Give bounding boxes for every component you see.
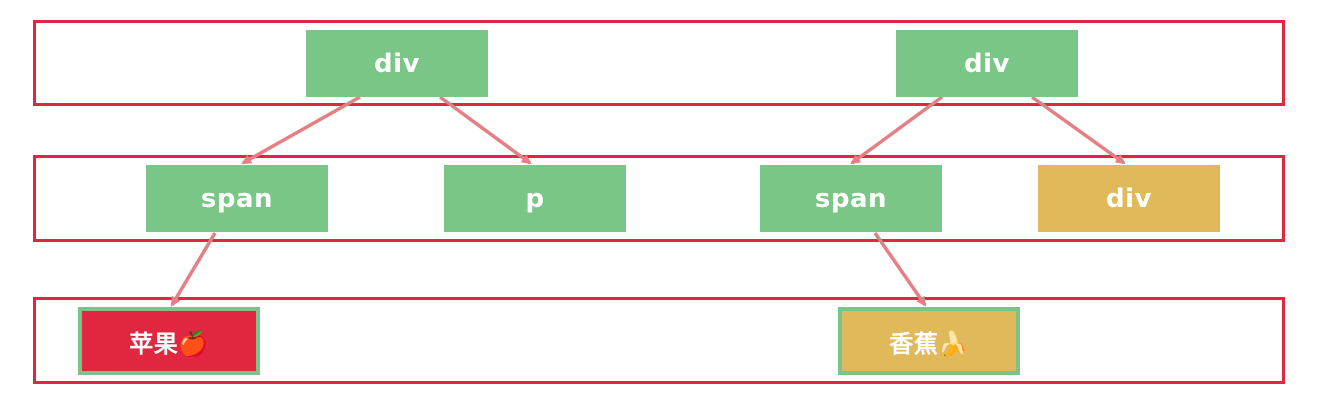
edge-root-right-to-right-span [850, 95, 944, 165]
node-right-span: span [760, 165, 942, 232]
node-left-span-label: span [200, 183, 274, 214]
node-leaf-right-label: 香蕉🍌 [889, 329, 969, 358]
level-2-band [33, 155, 1285, 242]
edge-root-left-to-left-p [438, 95, 532, 165]
edge-root-left-to-left-span [241, 95, 361, 165]
node-right-span-label: span [814, 183, 888, 214]
node-root-right: div [896, 30, 1078, 97]
node-left-p-label: p [525, 183, 545, 214]
edge-root-right-to-right-div [1030, 95, 1126, 165]
node-left-p: p [444, 165, 626, 232]
node-left-span: span [146, 165, 328, 232]
node-root-right-label: div [964, 48, 1010, 79]
level-1-band [33, 20, 1285, 106]
node-leaf-left: 苹果🍎 [78, 307, 260, 375]
node-root-left-label: div [374, 48, 420, 79]
node-right-div: div [1038, 165, 1220, 232]
node-leaf-left-label: 苹果🍎 [129, 329, 209, 358]
edge-left-span-to-leaf-left [170, 232, 217, 307]
node-leaf-right: 香蕉🍌 [838, 307, 1020, 375]
node-right-div-label: div [1106, 183, 1152, 214]
node-root-left: div [306, 30, 488, 97]
edge-right-span-to-leaf-right [873, 232, 927, 307]
level-3-band [33, 297, 1285, 384]
